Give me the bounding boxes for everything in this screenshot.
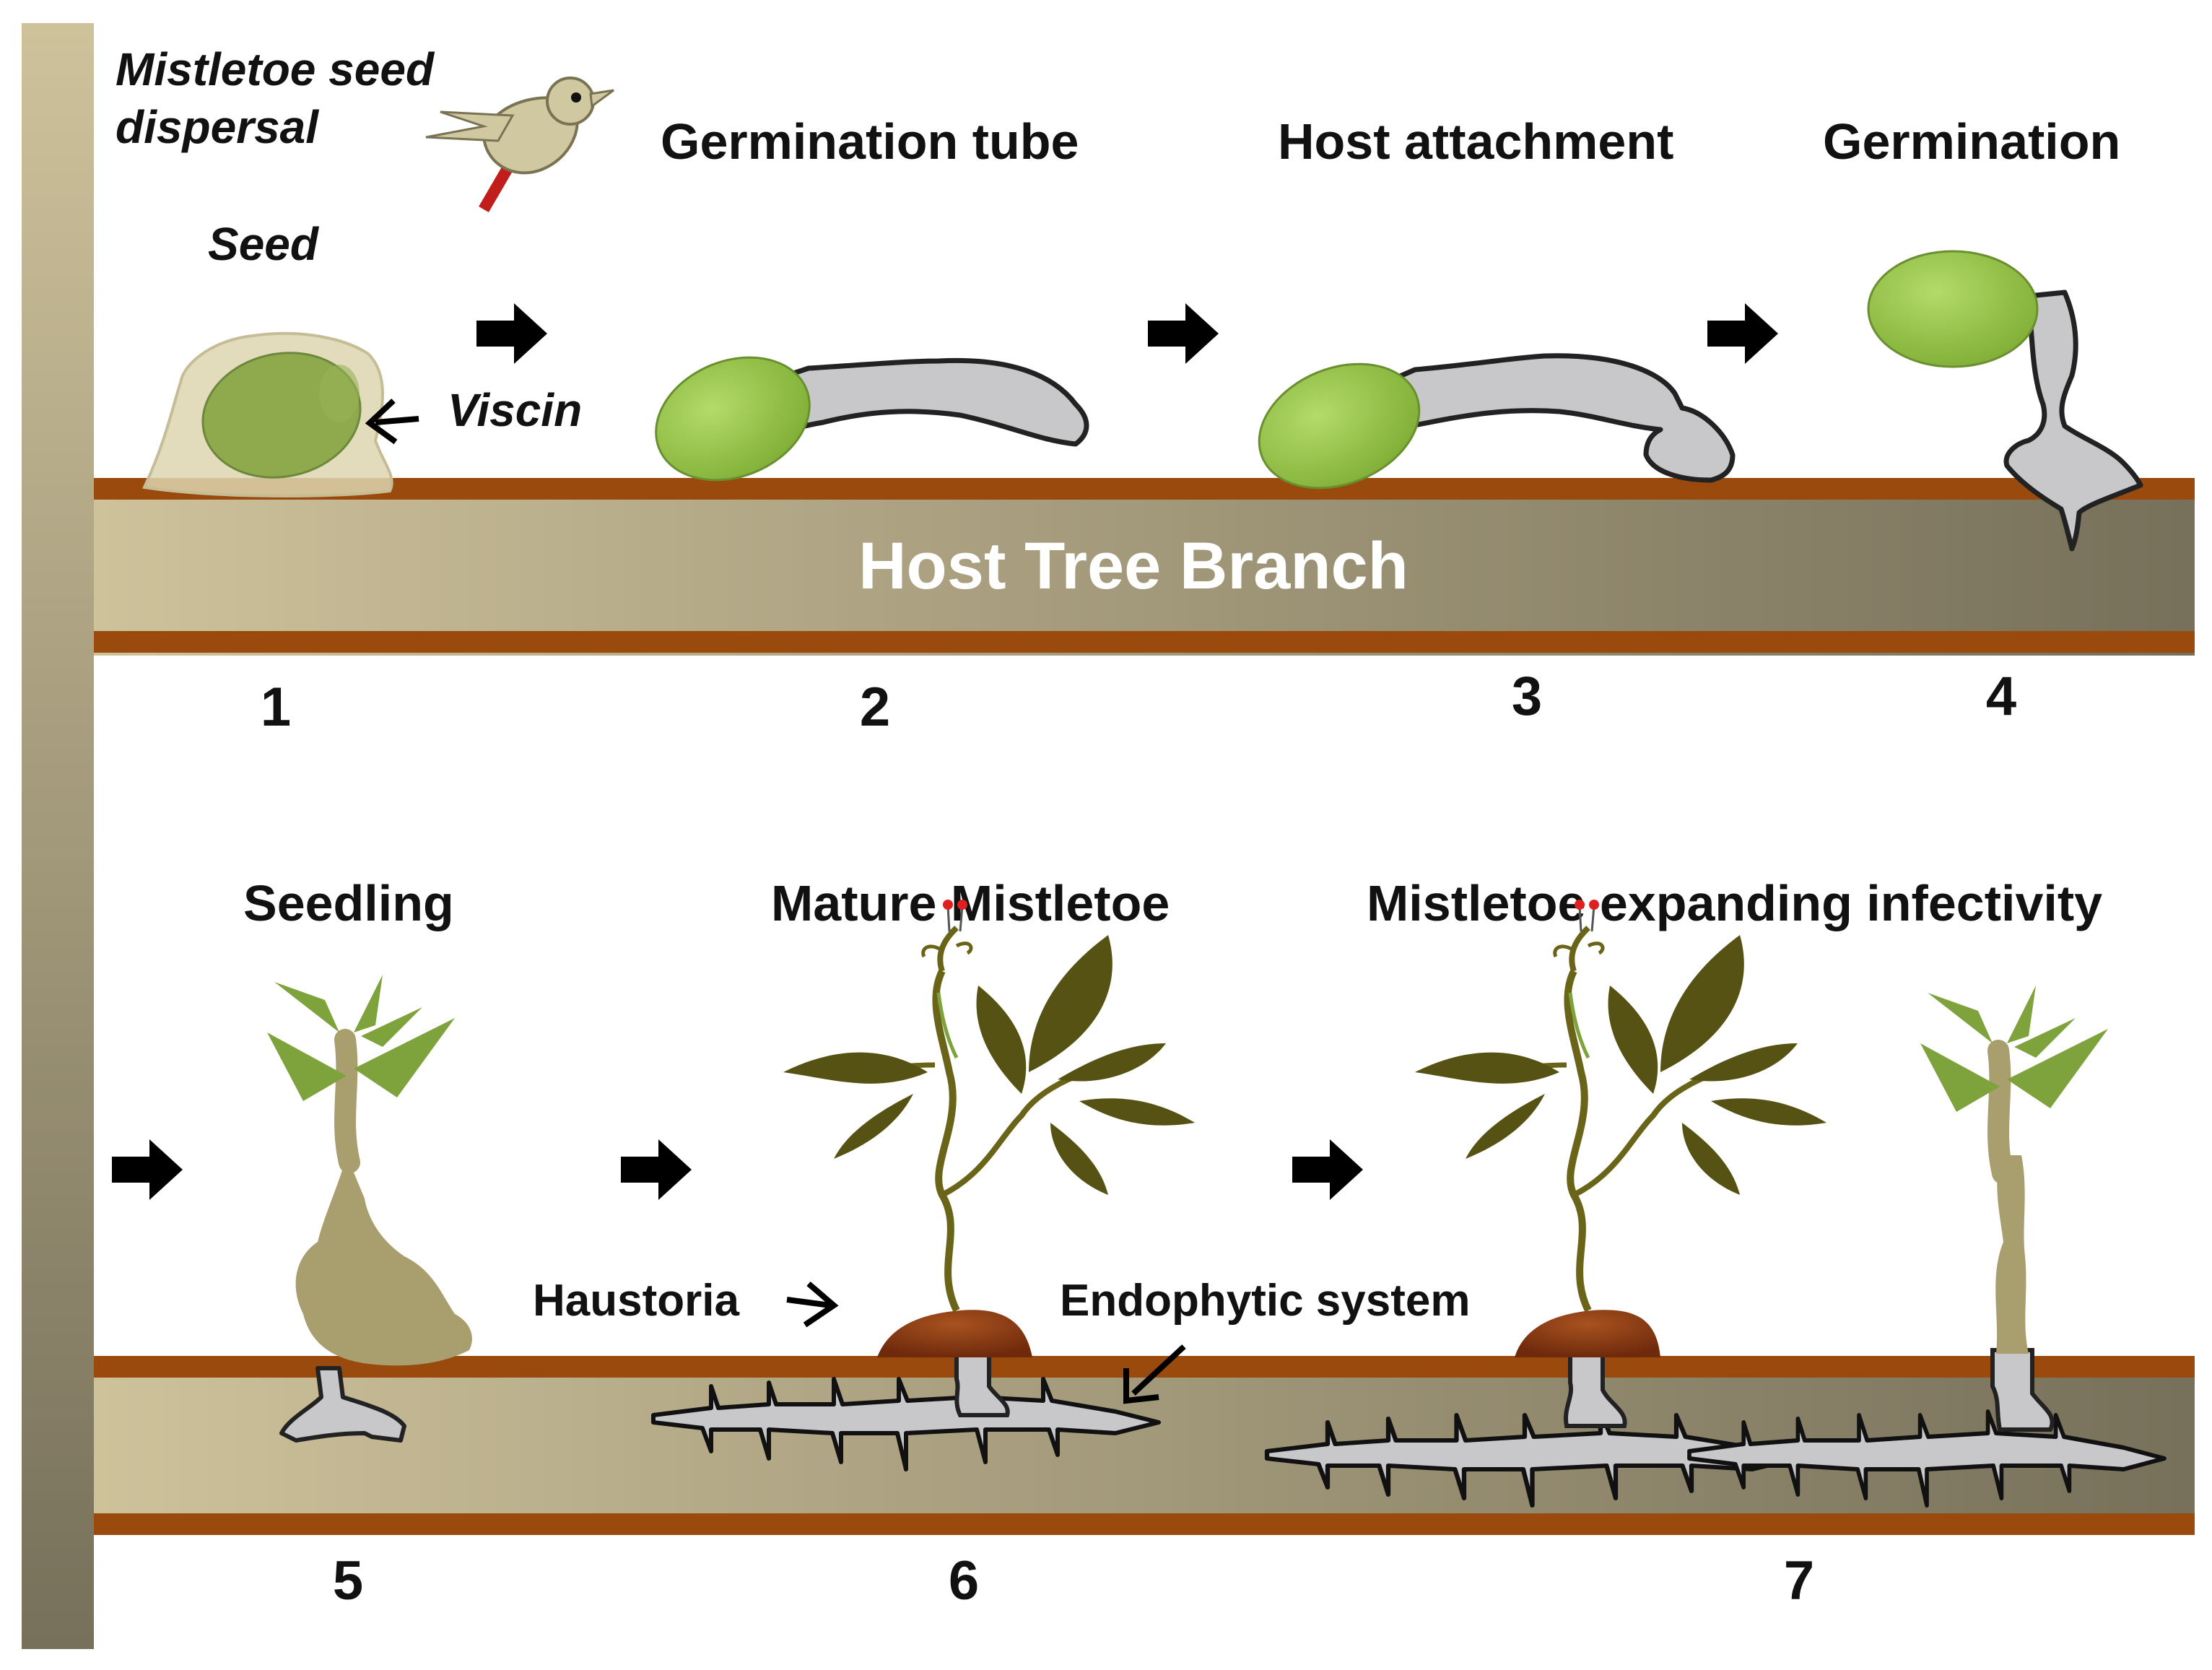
expanding-infectivity-label: Mistletoe expanding infectivity bbox=[1367, 875, 2102, 931]
germination-tube-drawing bbox=[655, 356, 1089, 482]
germination-label: Germination bbox=[1823, 113, 2120, 170]
expanding-infectivity-drawing bbox=[1267, 900, 2164, 1505]
viscin-label: Viscin bbox=[448, 384, 582, 436]
haustoria-pointer-arrow-icon bbox=[786, 1281, 839, 1328]
step-number-1: 1 bbox=[261, 677, 291, 738]
host-attachment-label: Host attachment bbox=[1278, 113, 1673, 170]
host-tree-branch-label: Host Tree Branch bbox=[858, 529, 1408, 603]
step-number-7: 7 bbox=[1784, 1550, 1814, 1612]
germination-drawing bbox=[1867, 250, 2143, 552]
step-arrow-icon-5 bbox=[621, 1139, 692, 1200]
step-arrow-icon-1 bbox=[476, 303, 547, 364]
haustoria-label: Haustoria bbox=[533, 1276, 739, 1326]
seed-label: Seed bbox=[208, 218, 320, 270]
endophytic-system-label: Endophytic system bbox=[1060, 1276, 1470, 1326]
upper-host-branch bbox=[94, 478, 2195, 656]
host-attachment-drawing bbox=[1258, 353, 1736, 490]
left-vertical-bar bbox=[22, 23, 94, 1649]
dispersal-label-line1: Mistletoe seed bbox=[116, 43, 435, 95]
step-number-5: 5 bbox=[333, 1550, 363, 1612]
endophytic-pointer-arrow-icon bbox=[1123, 1344, 1186, 1404]
germination-tube-label: Germination tube bbox=[661, 113, 1079, 170]
viscin-pointer-arrow-icon bbox=[365, 399, 419, 445]
step-arrow-icon-2 bbox=[1148, 303, 1219, 364]
step-number-4: 4 bbox=[1986, 666, 2016, 727]
step-number-6: 6 bbox=[949, 1550, 979, 1612]
mature-mistletoe-drawing bbox=[653, 900, 1195, 1469]
step-arrow-icon-4 bbox=[112, 1139, 183, 1200]
mature-mistletoe-label: Mature Mistletoe bbox=[771, 875, 1170, 931]
step-arrow-icon-6 bbox=[1292, 1139, 1363, 1200]
dispersal-label-line2: dispersal bbox=[116, 101, 319, 153]
step-number-3: 3 bbox=[1512, 666, 1542, 727]
seedling-drawing bbox=[267, 975, 472, 1443]
step-arrow-icon-3 bbox=[1707, 303, 1778, 364]
seedling-label: Seedling bbox=[243, 875, 454, 931]
seed-with-viscin bbox=[142, 331, 393, 497]
step-number-2: 2 bbox=[860, 677, 890, 738]
bird-icon bbox=[425, 77, 614, 213]
